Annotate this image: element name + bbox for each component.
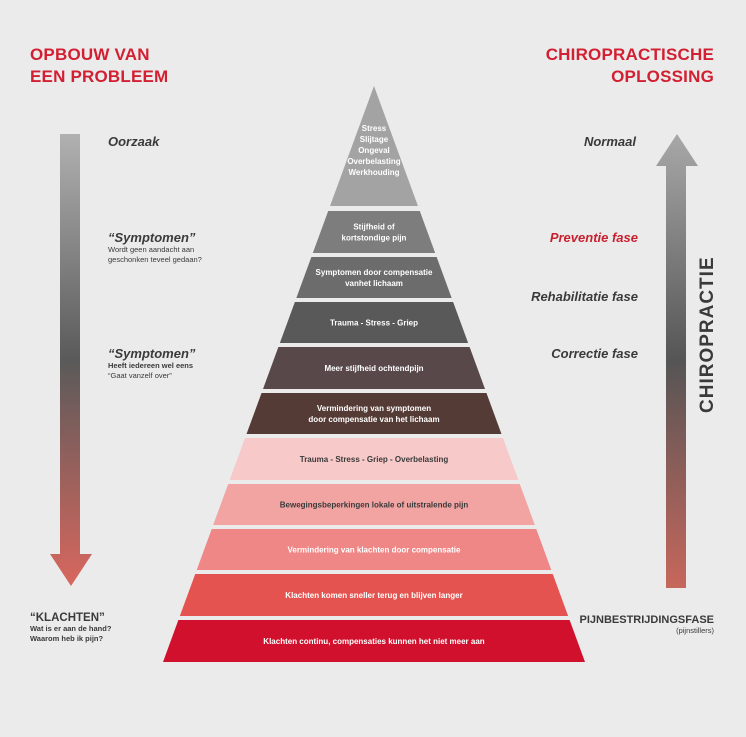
symptomen-1-line2: geschonken teveel gedaan?	[108, 255, 202, 264]
pyramid-layer	[296, 257, 452, 298]
pyramid-layer-text: Stijfheid of	[353, 223, 395, 232]
pyramid-layer-text: Trauma - Stress - Griep	[330, 319, 418, 328]
right-heading-line1: CHIROPRACTISCHE	[545, 45, 714, 64]
pyramid-layer	[246, 393, 502, 434]
symptomen-block-1: “Symptomen” Wordt geen aandacht aan gesc…	[108, 230, 202, 265]
pyramid-top-text: Stress	[362, 124, 387, 133]
symptomen-2-line2: “Gaat vanzelf over”	[108, 371, 172, 380]
pyramid-top-text: Overbelasting	[347, 157, 400, 166]
klachten-block: “KLACHTEN” Wat is er aan de hand? Waarom…	[30, 612, 111, 644]
pyramid-layer-text: Klachten komen sneller terug en blijven …	[285, 591, 462, 600]
pyramid-layer	[279, 302, 469, 343]
right-heading: CHIROPRACTISCHE OPLOSSING	[546, 44, 714, 88]
symptomen-block-2: “Symptomen” Heeft iedereen wel eens “Gaa…	[108, 346, 195, 381]
pyramid-layer-text: Trauma - Stress - Griep - Overbelasting	[300, 455, 449, 464]
right-heading-line2: OPLOSSING	[611, 67, 714, 86]
pyramid-layer	[312, 211, 436, 253]
oorzaak-label: Oorzaak	[108, 134, 160, 149]
rehabilitatie-label: Rehabilitatie fase	[531, 289, 638, 304]
correctie-label: Correctie fase	[551, 346, 638, 361]
pyramid-layer-text: Meer stijfheid ochtendpijn	[324, 364, 423, 373]
pyramid-top-text: Werkhouding	[349, 168, 400, 177]
pyramid-layer	[263, 347, 485, 389]
normaal-label: Normaal	[583, 134, 636, 149]
left-heading: OPBOUW VAN EEN PROBLEEM	[30, 44, 168, 88]
pyramid-layer-text: Bewegingsbeperkingen lokale of uitstrale…	[280, 501, 469, 510]
up-arrow-icon	[656, 134, 698, 588]
pyramid-layer-text: Symptomen door compensatie	[316, 268, 433, 277]
pyramid-layer-text: Vermindering van symptomen	[317, 404, 431, 413]
pyramid-top	[330, 86, 418, 206]
pyramid-layer	[229, 438, 519, 480]
pyramid-layer-text: vanhet lichaam	[345, 279, 403, 288]
pyramid-layer-text: Vermindering van klachten door compensat…	[288, 546, 461, 555]
symptomen-title-1: “Symptomen”	[108, 230, 196, 245]
symptomen-title-2: “Symptomen”	[108, 346, 196, 361]
down-arrow-icon	[50, 134, 92, 586]
pyramid-layer	[196, 529, 552, 570]
pyramid-layer	[213, 484, 535, 525]
pijn-block: PIJNBESTRIJDINGSFASE (pijnstillers)	[580, 614, 714, 636]
pyramid-layer-text: Klachten continu, compensaties kunnen he…	[263, 637, 484, 646]
pyramid-layer-text: door compensatie van het lichaam	[308, 415, 439, 424]
pyramid-layer	[179, 574, 569, 616]
left-heading-line2: EEN PROBLEEM	[30, 67, 169, 86]
left-heading-line1: OPBOUW VAN	[30, 45, 150, 64]
klachten-title: “KLACHTEN”	[30, 612, 105, 624]
preventie-label: Preventie fase	[549, 230, 638, 245]
pijn-sub: (pijnstillers)	[676, 626, 714, 635]
pyramid-layer-text: kortstondige pijn	[342, 234, 407, 243]
pyramid-top-text: Slijtage	[360, 135, 389, 144]
pijn-title: PIJNBESTRIJDINGSFASE	[579, 614, 714, 626]
klachten-line2: Waarom heb ik pijn?	[30, 634, 104, 643]
klachten-line1: Wat is er aan de hand?	[30, 624, 112, 633]
symptomen-1-line1: Wordt geen aandacht aan	[108, 245, 195, 254]
symptomen-2-line1: Heeft iedereen wel eens	[108, 361, 194, 370]
pyramid-top-text: Ongeval	[358, 146, 390, 155]
pyramid-layer	[163, 620, 585, 662]
